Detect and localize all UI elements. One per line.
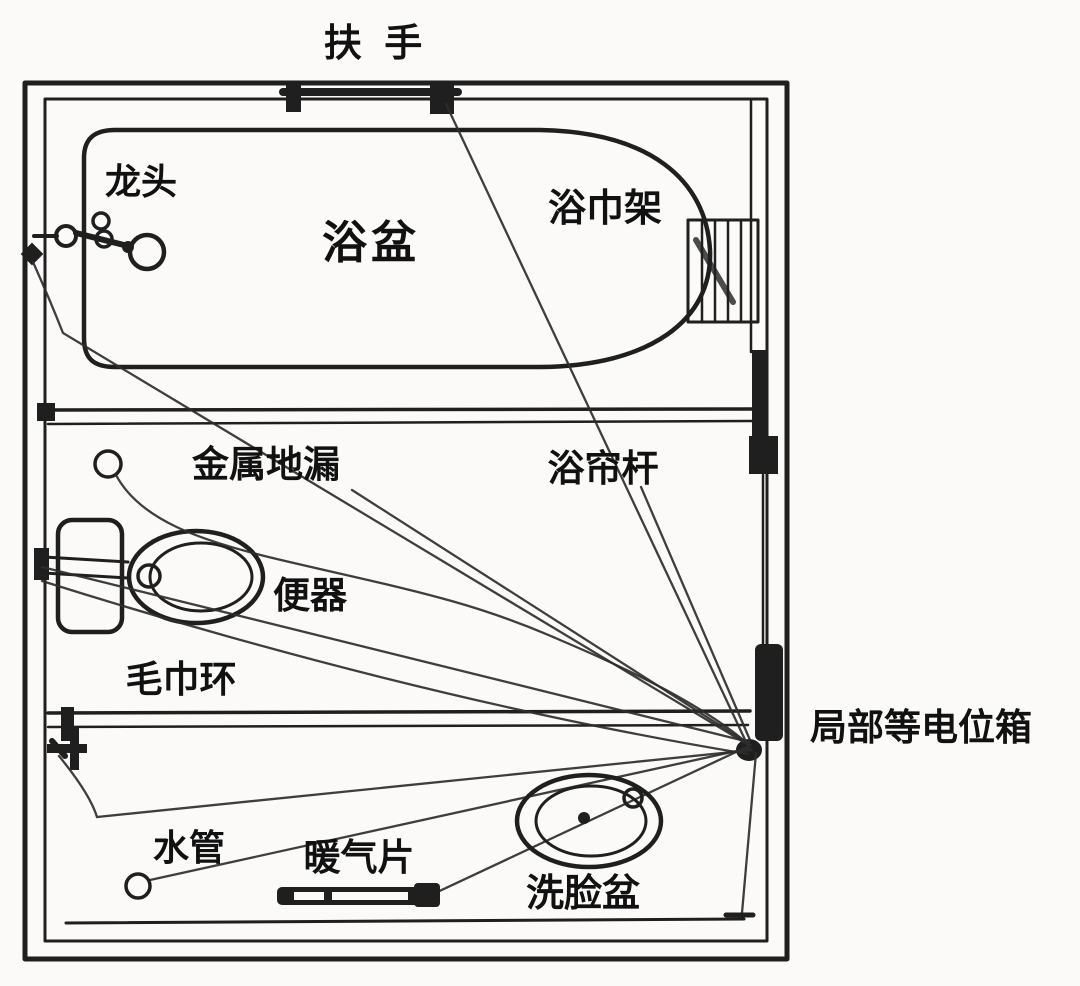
wall-clamp-upper [752,350,767,464]
bond-floor-drain-lead [350,488,751,746]
bond-curtain-rod [639,485,752,742]
label-washbasin: 洗脸盆 [526,873,640,915]
label-towel-ring: 毛巾环 [126,659,237,700]
handrail-foot-right [430,84,454,114]
shower-curtain-rod-line [37,403,754,426]
label-radiator: 暖气片 [304,837,415,878]
outer-wall [22,80,790,962]
label-water-pipe: 水管 [153,827,225,868]
label-towel-rack: 浴巾架 [548,188,662,230]
label-local-equipotential-box: 局部等电位箱 [810,707,1032,748]
left-pipe-valve [47,726,87,770]
bathtub-outline [81,127,713,370]
bond-toilet-b [40,579,750,756]
label-faucet: 龙头 [105,161,177,202]
floor-drain [93,449,123,479]
towel-rack [686,218,760,324]
handrail-foot-left [286,85,301,112]
label-toilet: 便器 [273,575,348,616]
bonding-conductors [31,102,758,918]
faucet [32,211,167,272]
floor-edge-line [64,917,746,925]
bond-floor-drain-curve [114,473,751,747]
bond-basin-drain [740,751,758,915]
toilet [34,517,266,635]
label-bathtub: 浴盆 [322,217,420,268]
bond-handrail [444,102,750,748]
bond-faucet-wall-pipe [31,260,749,746]
washbasin-junction-ring [622,787,644,809]
lower-divider [46,707,752,741]
water-pipe-stub [124,872,152,900]
radiator [277,883,440,907]
bond-radiator-washbasin [429,743,753,897]
bond-bottom-left-pipe [57,748,754,819]
equipotential-box [755,644,783,741]
bond-water-pipe [148,746,752,882]
wall-clamp-small [749,436,778,474]
washbasin [514,772,664,870]
bond-toilet-a [40,565,751,744]
label-handrail: 扶 手 [324,23,429,65]
label-metal-floor-drain: 金属地漏 [192,443,340,485]
inner-wall [43,97,769,943]
label-shower-curtain-rod: 浴帘杆 [548,448,659,489]
